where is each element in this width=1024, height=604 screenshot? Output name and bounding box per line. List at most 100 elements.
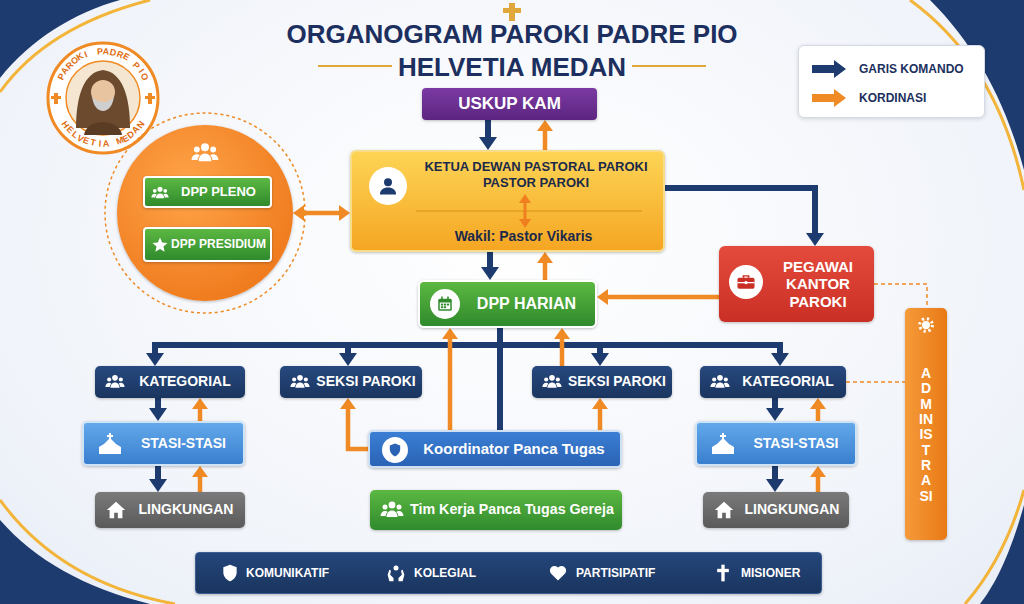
office-label: PEGAWAI KANTOR PAROKI <box>769 258 867 310</box>
connector <box>766 466 784 492</box>
legend-box: GARIS KOMANDO KORDINASI <box>798 45 985 118</box>
connector <box>500 328 789 366</box>
box-label: STASI-STASI <box>141 436 226 451</box>
connector <box>340 398 368 449</box>
neighbourhood-box: LINGKUNGAN <box>703 492 849 528</box>
connector <box>192 398 208 421</box>
box-label: DPP HARIAN <box>477 295 576 313</box>
connector <box>597 289 719 305</box>
connector <box>149 466 167 492</box>
icon <box>98 432 122 456</box>
icon <box>105 499 127 521</box>
team-box: Tim Kerja Panca Tugas Gereja <box>370 490 622 530</box>
connector <box>766 398 784 421</box>
bishop-box: USKUP KAM <box>422 88 597 120</box>
value-label: PARTISIPATIF <box>576 566 655 580</box>
icon <box>729 265 763 299</box>
legend-swatch <box>812 89 848 107</box>
connector <box>846 382 905 383</box>
coordinator-box: Koordinator Panca Tugas <box>368 430 622 468</box>
icon <box>710 372 730 392</box>
connector <box>665 188 824 246</box>
value-label: KOMUNIKATIF <box>246 566 329 580</box>
council-ring <box>105 113 305 313</box>
vertical-label: ADMINISTRASI <box>919 366 933 505</box>
connector <box>146 328 500 366</box>
icon <box>548 563 568 583</box>
office-box: PEGAWAI KANTOR PAROKI <box>719 246 874 322</box>
station-box: STASI-STASI <box>695 421 857 466</box>
icon <box>220 563 240 583</box>
council-box: DPP PLENO <box>143 176 272 208</box>
connector <box>192 466 208 492</box>
section-box: SEKSI PAROKI <box>532 366 672 398</box>
connector <box>339 328 500 366</box>
box-label: STASI-STASI <box>753 436 838 451</box>
leader-title: KETUA DEWAN PASTORAL PAROKI PASTOR PAROK… <box>416 159 656 192</box>
box-label: KATEGORIAL <box>742 374 834 389</box>
leader-deputy: Wakil: Pastor Vikaris <box>392 228 655 245</box>
diagram-title: ORGANOGRAM PAROKI PADRE PIO HELVETIA MED… <box>262 18 762 83</box>
box-label: DPP PLENO <box>181 185 256 199</box>
icon <box>713 499 735 521</box>
connector <box>500 328 501 430</box>
icon <box>290 372 310 392</box>
section-box: SEKSI PAROKI <box>280 366 422 398</box>
icon <box>711 432 735 456</box>
category-box: KATEGORIAL <box>95 366 245 398</box>
committee-box: DPP HARIAN <box>418 280 597 328</box>
connector <box>874 284 927 308</box>
logo-text: PAROKI PADRE PIO <box>48 43 158 153</box>
legend-label: KORDINASI <box>859 91 926 105</box>
icon <box>151 184 169 202</box>
connector <box>592 398 608 430</box>
icon <box>713 563 733 583</box>
icon <box>542 372 562 392</box>
box-label: DPP PRESIDIUM <box>171 238 266 251</box>
connector <box>810 398 826 421</box>
icon <box>151 236 169 254</box>
icon <box>105 372 125 392</box>
box-label: Koordinator Panca Tugas <box>423 441 604 458</box>
logo-text: HELVETIA MEDAN <box>48 43 158 153</box>
icon <box>917 316 935 334</box>
neighbourhood-box: LINGKUNGAN <box>95 492 245 528</box>
box-label: LINGKUNGAN <box>139 502 234 517</box>
council-box: DPP PRESIDIUM <box>143 227 272 262</box>
station-box: STASI-STASI <box>82 421 245 466</box>
icon <box>386 563 406 583</box>
connector <box>554 328 570 366</box>
box-label: USKUP KAM <box>458 95 561 114</box>
connector <box>479 120 497 150</box>
box-label: SEKSI PAROKI <box>316 374 415 389</box>
connector <box>537 252 553 280</box>
values-band: KOMUNIKATIF KOLEGIAL PARTISIPATIF MISIONER <box>195 552 822 594</box>
connector <box>293 205 350 221</box>
icon <box>369 167 407 205</box>
connector <box>481 252 499 280</box>
value-label: MISIONER <box>741 566 800 580</box>
category-box: KATEGORIAL <box>700 366 846 398</box>
legend-swatch <box>812 60 848 78</box>
value-label: KOLEGIAL <box>414 566 476 580</box>
legend-label: GARIS KOMANDO <box>859 62 964 76</box>
icon <box>430 289 460 319</box>
icon <box>191 139 219 167</box>
box-label: Tim Kerja Panca Tugas Gereja <box>410 502 614 518</box>
box-label: SEKSI PAROKI <box>568 374 666 389</box>
connector <box>810 466 826 492</box>
leader-box: KETUA DEWAN PASTORAL PAROKI PASTOR PAROK… <box>350 150 665 252</box>
box-label: LINGKUNGAN <box>745 502 840 517</box>
connector <box>537 120 553 150</box>
connector <box>149 398 167 421</box>
icon <box>380 498 404 522</box>
connector <box>442 328 458 430</box>
icon <box>382 437 408 463</box>
council-circle: DPP PLENO DPP PRESIDIUM <box>117 125 293 301</box>
parish-logo <box>48 43 158 153</box>
box-label: KATEGORIAL <box>139 374 231 389</box>
admin-bar: ADMINISTRASI <box>905 308 947 540</box>
